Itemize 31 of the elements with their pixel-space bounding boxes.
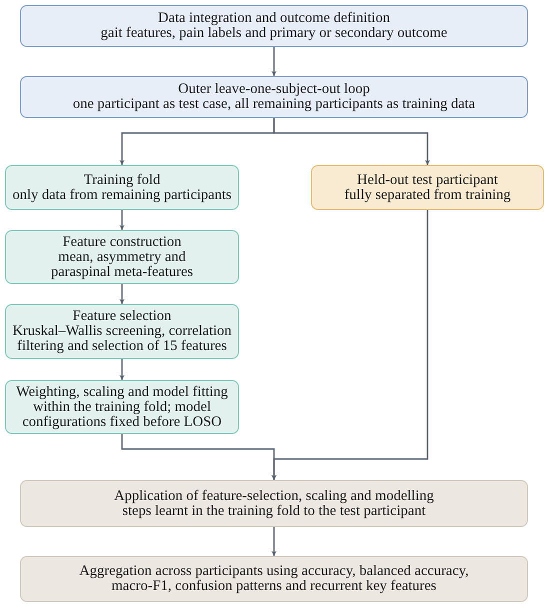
box-heading: Outer leave-one-subject-out loop — [178, 82, 370, 97]
arrow — [120, 210, 124, 230]
box-text: Kruskal–Wallis screening, correlation filtering and selection of 15 features — [11, 324, 233, 354]
box-heading: Data integration and outcome definition — [158, 11, 390, 26]
arrow — [272, 210, 428, 480]
process-box — [311, 165, 544, 210]
arrow — [273, 118, 430, 165]
box-text: one participant as test case, all remaining participants as training data — [72, 97, 476, 112]
box-text: Application of feature-selection, scaling and modelling steps learnt in the training fold to the test participant — [113, 488, 435, 518]
process-box — [5, 304, 239, 359]
process-box — [20, 556, 528, 602]
box-text: only data from remaining participants — [12, 188, 232, 202]
process-box — [20, 5, 528, 47]
box-text: Aggregation across participants using accuracy, balanced accuracy, macro-F1, confusion patterns and recurrent key features — [78, 564, 470, 594]
process-box — [20, 480, 528, 527]
box-text: mean, asymmetry and paraspinal meta-features — [50, 250, 194, 280]
box-text: gait features, pain labels and primary or secondary outcome — [100, 26, 448, 41]
box-heading: Training fold — [84, 172, 160, 188]
box-heading: Held-out test participant — [357, 172, 498, 188]
process-box — [5, 165, 239, 210]
box-text: Weighting, scaling and model fitting within the training fold; model configurations fixed before LOSO — [15, 384, 229, 430]
process-box — [5, 380, 239, 434]
arrow — [120, 359, 124, 380]
arrow — [272, 47, 276, 76]
arrow — [272, 527, 276, 556]
box-heading: Feature selection — [72, 309, 172, 324]
box-text: fully separated from training — [344, 188, 511, 202]
process-box — [20, 76, 528, 118]
arrow — [120, 284, 124, 304]
process-box — [5, 230, 239, 284]
box-heading: Feature construction — [62, 234, 182, 250]
